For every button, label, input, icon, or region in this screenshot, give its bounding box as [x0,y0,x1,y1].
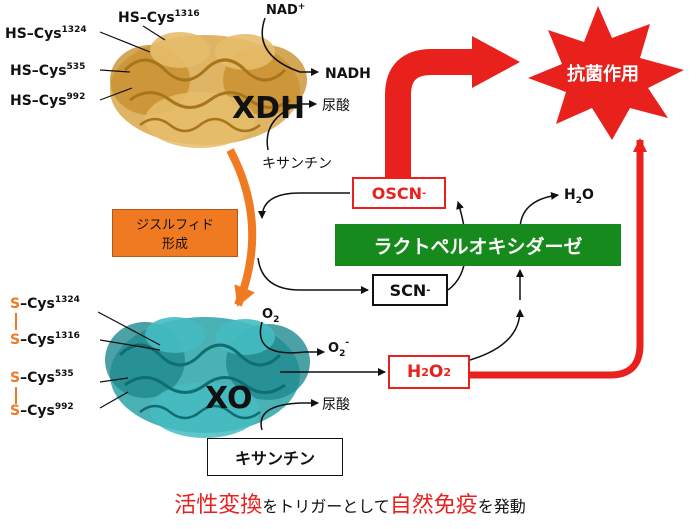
oscn-box: OSCN- [352,177,446,209]
xo-cys-label-4: S–Cys992 [10,402,74,419]
xanthine-box-xo: キサンチン [207,438,343,476]
xdh-cys-label-1: HS–Cys1324 [5,25,87,42]
xdh-cys-label-2: HS–Cys1316 [118,9,200,26]
disulfide-formation-box: ジスルフィド 形成 [112,209,238,257]
o2-label: O2 [262,307,279,325]
lactoperoxidase-box: ラクトペルオキシダーゼ [335,224,621,266]
nad-label: NAD+ [266,2,305,18]
xo-protein-structure [105,317,310,438]
xo-cys-label-2: S–Cys1316 [10,331,80,348]
scn-box: SCN- [372,274,448,306]
to-scn-arrow [257,257,369,294]
footer-caption: 活性変換をトリガーとして自然免疫を発動 [174,493,526,518]
xo-cys-leader-lines [97,311,161,409]
xanthine-label-xdh: キサンチン [262,156,332,172]
xdh-cys-leader-lines [99,25,166,101]
superoxide-label: O2- [328,338,349,359]
o2-to-superoxide-arrow [259,321,325,356]
uric-acid-label-xo: 尿酸 [322,397,350,413]
h2o2-to-antibacterial-arrow [470,138,647,379]
nadh-label: NADH [325,66,371,82]
xo-cys-label-1: S–Cys1324 [10,295,80,312]
xo-cys-label-3: S–Cys535 [10,369,74,386]
lactoperoxidase-label: ラクトペルオキシダーゼ [373,235,583,258]
water-label: H2O [564,187,594,206]
xdh-label: XDH [232,91,305,126]
antibacterial-label: 抗菌作用 [567,63,639,85]
xanthine-label-xo: キサンチン [234,449,315,468]
oscn-text: OSCN [371,183,423,203]
oscn-to-antibacterial-arrowhead [472,36,520,88]
oscn-charge: - [422,187,427,199]
uric-acid-label-xdh: 尿酸 [322,98,350,114]
xdh-protein-structure [110,32,307,148]
h2o2-to-lpo-arrow [469,309,524,361]
xdh-cys-label-4: HS–Cys992 [10,92,85,109]
xanthine-to-uric-acid-arrow-xdh [266,100,317,151]
xdh-cys-label-3: HS–Cys535 [10,62,85,79]
xo-label: XO [205,381,253,416]
antibacterial-starburst [528,6,684,140]
oscn-to-disulfide-arrow [258,192,350,219]
scn-text: SCN [389,280,427,300]
disulfide-line1: ジスルフィド [136,218,214,233]
xdh-to-xo-conversion-arrow [226,148,257,307]
xanthine-to-uric-acid-arrow-xo [260,399,319,431]
disulfide-line2: 形成 [161,237,188,252]
scn-charge: - [426,284,431,296]
nad-to-nadh-arrow [261,17,319,76]
oscn-to-antibacterial-arrow [385,49,478,180]
